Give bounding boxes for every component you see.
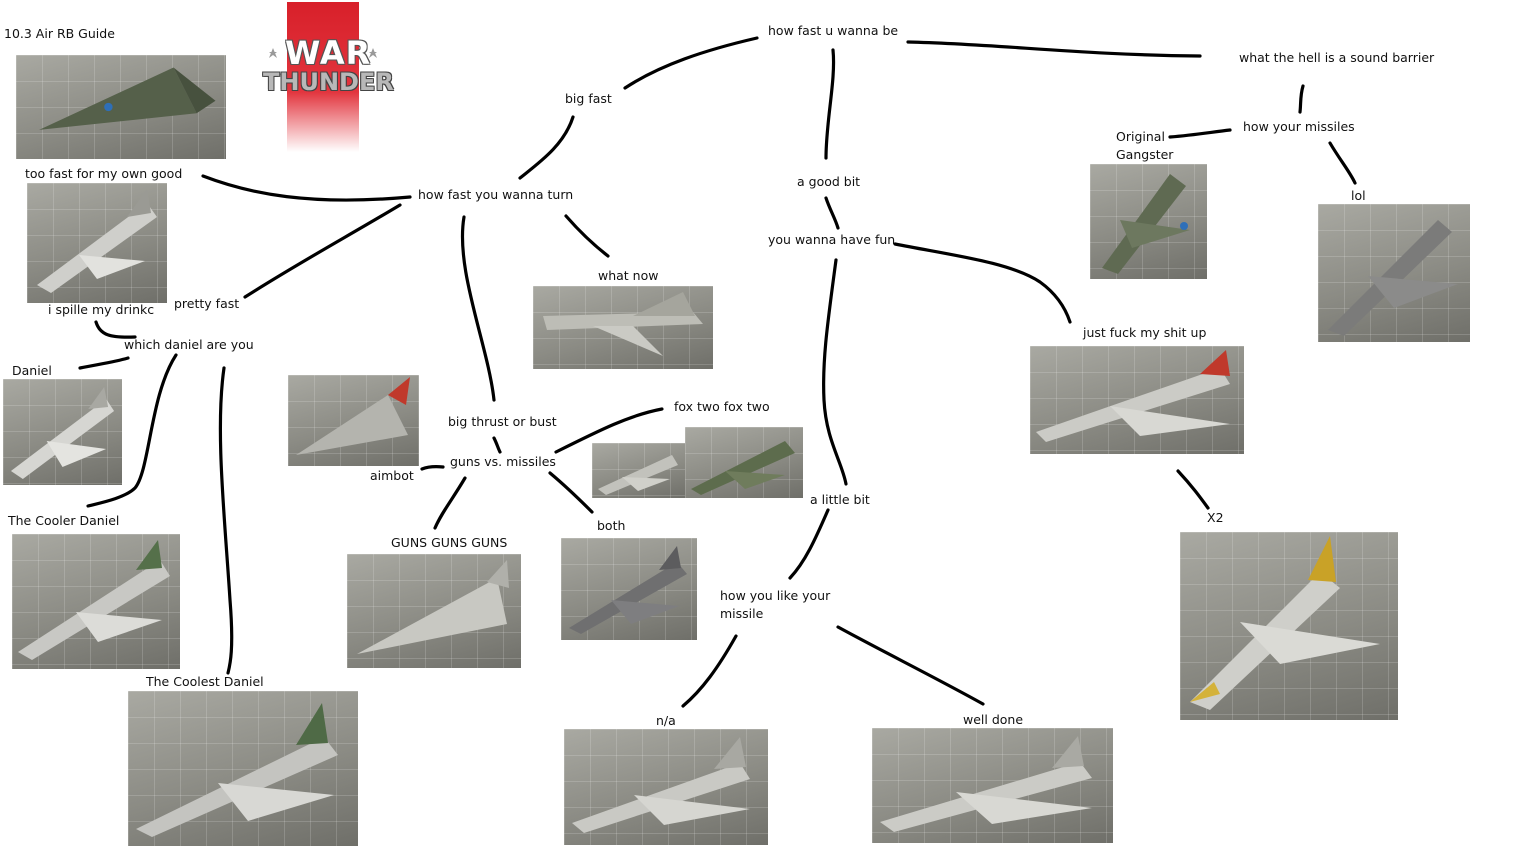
- connector-bigfast-fastturn: [518, 115, 575, 180]
- war-thunder-logo-graphic: [269, 2, 377, 152]
- node-na: n/a: [656, 713, 676, 728]
- phantom-jet-icon: [598, 455, 678, 495]
- connector-fastturn-bigthrust: [460, 215, 496, 402]
- super-sabre-jet-icon: [1036, 350, 1230, 442]
- logo-word-thunder: THUNDER: [263, 68, 394, 96]
- phantom-jet-icon: [691, 441, 795, 495]
- node-well-done: well done: [963, 712, 1024, 727]
- lightning-jet-icon: [543, 292, 703, 356]
- fighter-jet-icon: [18, 540, 170, 660]
- node-pretty-fast: pretty fast: [174, 296, 240, 311]
- fighter-jet-icon: [880, 736, 1092, 832]
- node-aimbot: aimbot: [370, 468, 414, 483]
- connector-whichdaniel-coolest: [218, 366, 234, 675]
- node-sound-barrier: what the hell is a sound barrier: [1239, 50, 1435, 65]
- delta-jet-icon: [39, 67, 216, 130]
- node-which-daniel: which daniel are you: [124, 337, 254, 352]
- node-big-thrust: big thrust or bust: [448, 414, 557, 429]
- node-root: how fast u wanna be: [768, 23, 899, 38]
- node-good-bit: a good bit: [797, 174, 861, 189]
- node-little-bit: a little bit: [810, 492, 870, 507]
- jet-image-cooler-daniel: [12, 534, 180, 669]
- connector-missilesq-lol: [1328, 141, 1357, 185]
- connector-likemissile-na: [681, 634, 738, 708]
- connector-gvm-aimbot: [420, 465, 445, 471]
- jet-image-fuck-shit-up: [1030, 346, 1244, 454]
- node-lol: lol: [1351, 188, 1366, 203]
- fighter-jet-icon: [569, 546, 687, 634]
- jet-image-aimbot: [288, 375, 419, 466]
- diagram-title: 10.3 Air RB Guide: [4, 26, 115, 41]
- connector-havefun-littlebit: [822, 258, 848, 486]
- delta-jet-icon: [296, 377, 410, 455]
- fighter-jet-icon: [1328, 220, 1458, 336]
- connector-root-bigfast: [623, 36, 759, 90]
- node-too-fast: too fast for my own good: [25, 166, 183, 181]
- jet-image-lol: [1318, 204, 1470, 342]
- node-daniel: Daniel: [12, 363, 52, 378]
- connector-fastturn-prettyfast: [243, 203, 402, 299]
- logo-word-war: WAR: [285, 34, 372, 72]
- connector-toofast-fastturn: [201, 174, 412, 202]
- delta-jet-icon: [357, 560, 509, 654]
- jet-image-coolest-daniel: [128, 691, 358, 846]
- fighter-jet-icon: [37, 189, 157, 293]
- node-x2: X2: [1207, 510, 1224, 525]
- jet-image-too-fast: [27, 183, 167, 303]
- fighter-jet-icon: [572, 737, 750, 833]
- jet-image-guide: [16, 55, 226, 159]
- war-thunder-logo: WAR THUNDER: [263, 2, 394, 152]
- connector-root-soundbarrier: [906, 40, 1202, 58]
- node-guns-guns: GUNS GUNS GUNS: [391, 535, 508, 550]
- node-like-missile: how you like your missile: [720, 588, 831, 621]
- connector-bigthrust-gvm: [492, 436, 502, 454]
- jet-image-well-done: [872, 728, 1113, 843]
- connector-goodbit-havefun: [824, 196, 840, 230]
- node-guns-vs-missiles: guns vs. missiles: [450, 454, 556, 469]
- connector-soundbarrier-missilesq: [1298, 84, 1305, 114]
- node-original-gangster: Original Gangster: [1116, 129, 1174, 162]
- fighter-jet-icon: [10, 387, 115, 479]
- jet-image-guns-guns: [347, 554, 521, 668]
- jet-image-daniel: [3, 379, 122, 485]
- connector-littlebit-likemissile: [788, 508, 830, 580]
- node-missiles-question: how your missiles: [1243, 119, 1355, 134]
- node-spilled-drink: i spille my drinkc: [48, 302, 155, 317]
- connector-fuckshit-x2: [1176, 469, 1210, 510]
- connector-root-goodbit: [824, 48, 836, 160]
- fighter-jet-icon: [136, 703, 338, 837]
- jet-image-fox-two-left: [592, 443, 685, 498]
- node-fox-two: fox two fox two: [674, 399, 770, 414]
- jet-image-original-gangster: [1090, 164, 1207, 279]
- node-big-fast: big fast: [565, 91, 612, 106]
- node-what-now: what now: [598, 268, 659, 283]
- node-fast-turn: how fast you wanna turn: [418, 187, 574, 202]
- jet-image-what-now: [533, 286, 713, 369]
- connector-spilled-whichdaniel: [94, 320, 137, 339]
- node-cooler-daniel: The Cooler Daniel: [8, 513, 120, 528]
- jet-image-x2: [1180, 532, 1398, 720]
- node-both: both: [597, 518, 626, 533]
- hunter-jet-icon: [1102, 174, 1190, 274]
- connector-gvm-both: [548, 471, 594, 514]
- jet-image-na: [564, 729, 768, 845]
- connector-whichdaniel-daniel: [78, 356, 130, 370]
- connector-havefun-fuckshit: [893, 242, 1072, 324]
- node-coolest-daniel: The Coolest Daniel: [146, 674, 264, 689]
- connector-gvm-gunsguns: [433, 476, 467, 530]
- jet-image-fox-two-right: [685, 427, 803, 498]
- sabre-jet-icon: [1190, 536, 1380, 710]
- connector-fastturn-whatnow: [564, 214, 610, 258]
- connector-likemissile-welldone: [836, 625, 985, 706]
- node-fuck-shit-up: just fuck my shit up: [1083, 325, 1207, 340]
- jet-image-both: [561, 538, 697, 640]
- node-have-fun: you wanna have fun: [768, 232, 896, 247]
